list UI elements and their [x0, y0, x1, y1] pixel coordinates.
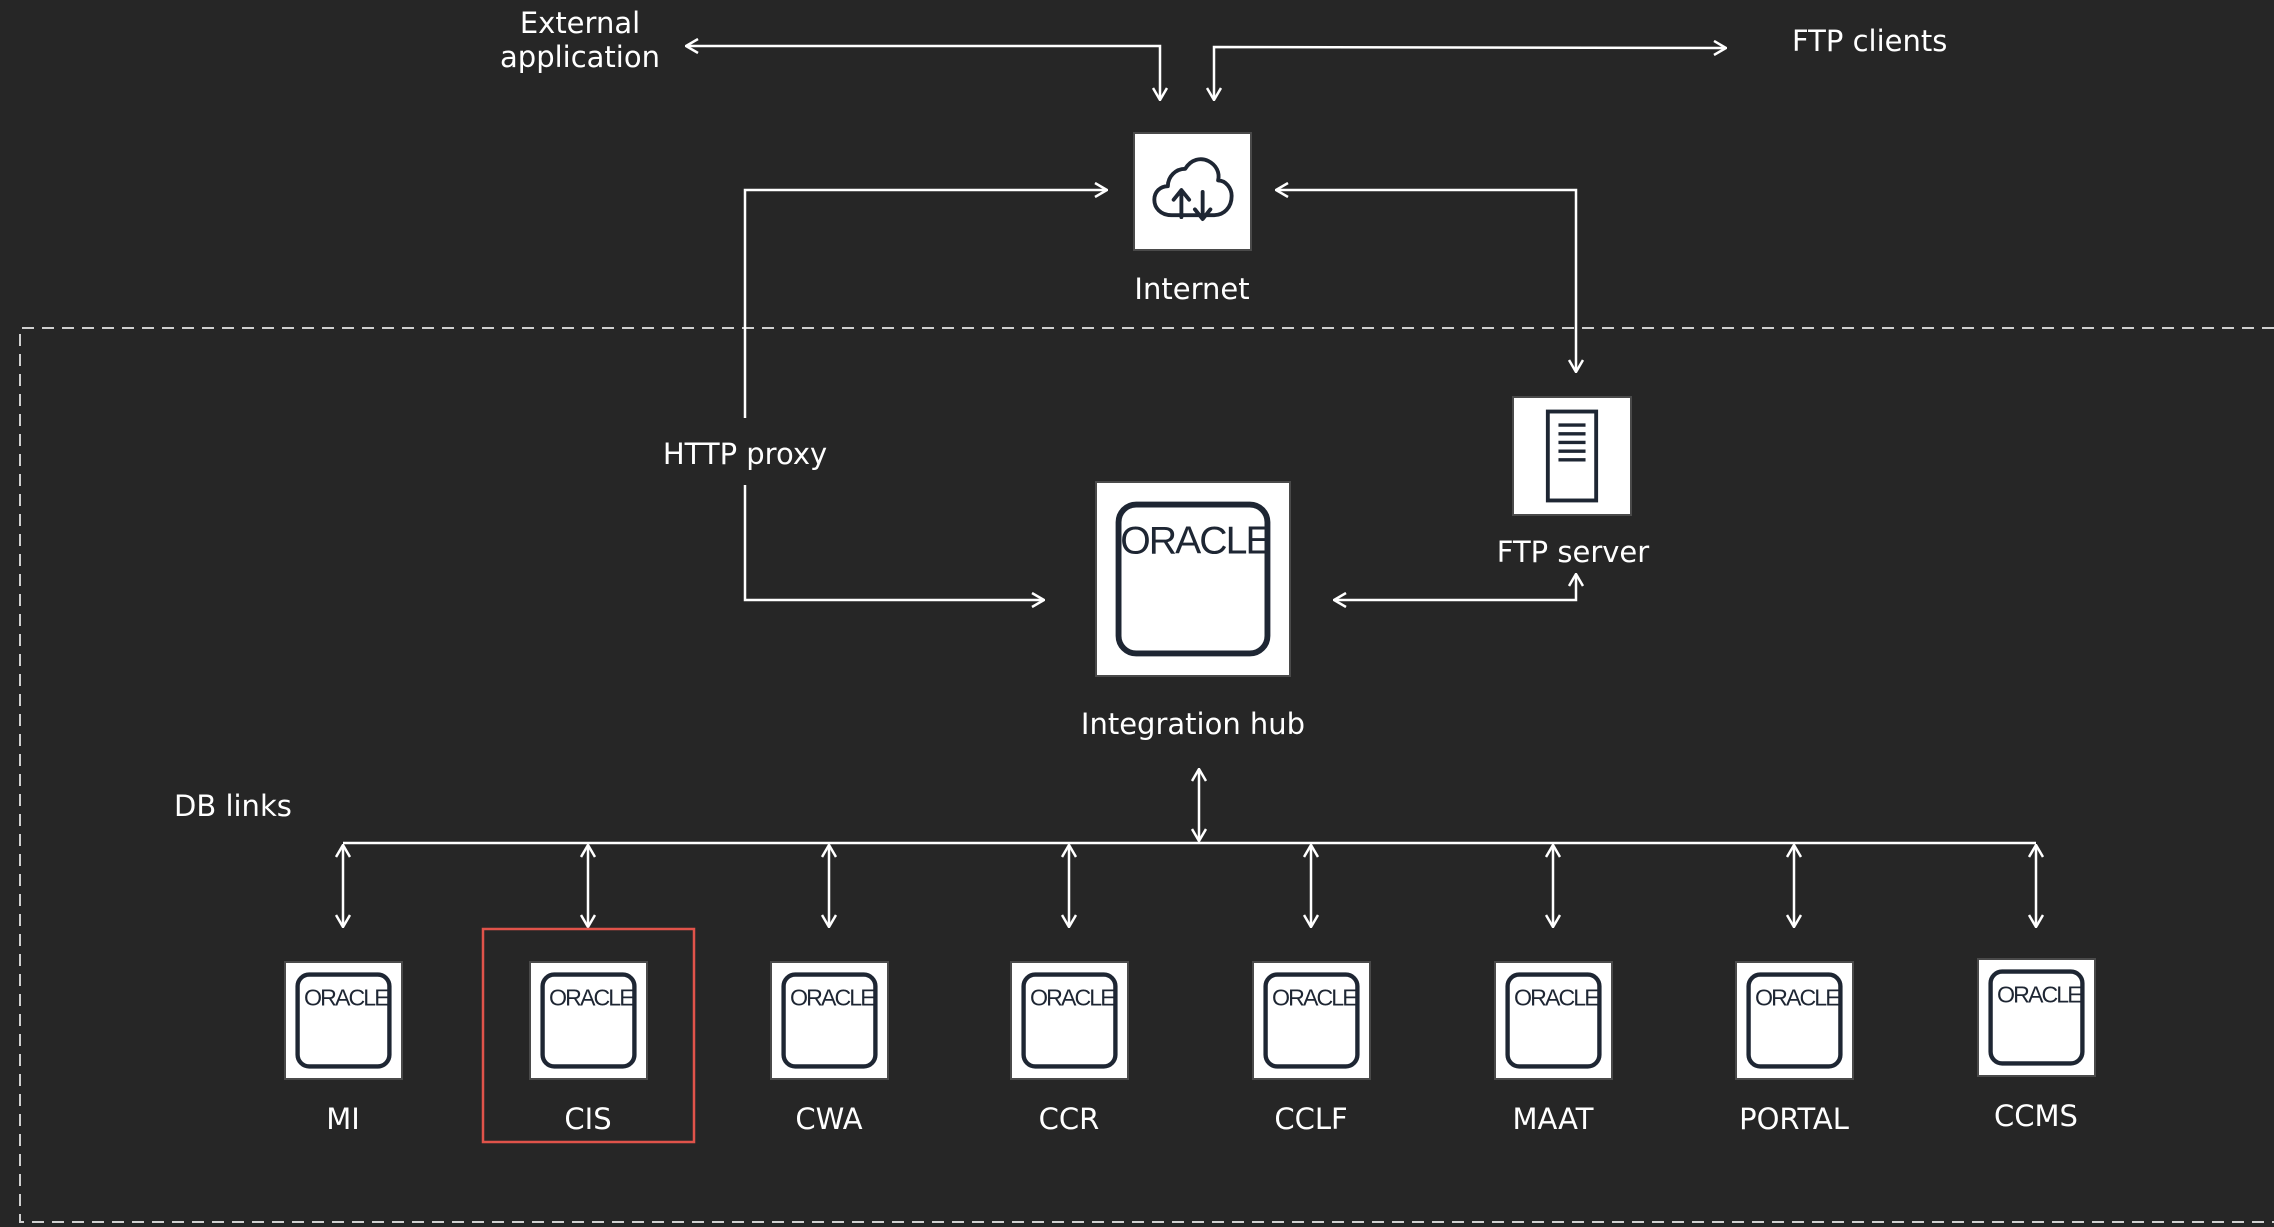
integration-hub-node: ORACLE — [1095, 481, 1291, 677]
oracle-logo-text: ORACLE — [1120, 520, 1270, 563]
connector-external-app-internet — [686, 46, 1160, 100]
oracle-database-icon: ORACLE — [1746, 972, 1843, 1069]
db-node-portal: ORACLE — [1735, 961, 1854, 1080]
http-proxy-label: HTTP proxy — [662, 437, 828, 471]
cloud-upload-download-icon — [1152, 157, 1234, 221]
oracle-database-icon: ORACLE — [1263, 972, 1360, 1069]
connector-ftp-clients-internet — [1214, 47, 1726, 100]
oracle-database-icon: ORACLE — [295, 972, 392, 1069]
db-node-ccr: ORACLE — [1010, 961, 1129, 1080]
oracle-logo-text: ORACLE — [790, 985, 875, 1011]
db-label-cwa: CWA — [795, 1102, 863, 1136]
external-application-label: External application — [500, 6, 660, 74]
oracle-database-icon: ORACLE — [781, 972, 878, 1069]
connector-proxy-internet — [743, 190, 1107, 418]
db-node-maat: ORACLE — [1494, 961, 1613, 1080]
internet-label: Internet — [1134, 272, 1250, 306]
db-node-cwa: ORACLE — [770, 961, 889, 1080]
connector-proxy-hub — [743, 485, 1044, 600]
oracle-logo-text: ORACLE — [304, 985, 389, 1011]
db-label-portal: PORTAL — [1739, 1102, 1849, 1136]
db-node-mi: ORACLE — [284, 961, 403, 1080]
integration-hub-label: Integration hub — [1080, 707, 1306, 741]
ftp-server-node — [1512, 396, 1632, 516]
oracle-logo-text: ORACLE — [1514, 985, 1599, 1011]
oracle-database-icon: ORACLE — [540, 972, 637, 1069]
oracle-database-icon: ORACLE — [1988, 969, 2085, 1066]
db-label-ccr: CCR — [1038, 1102, 1100, 1136]
server-icon — [1545, 409, 1599, 503]
internet-node — [1133, 132, 1252, 251]
connector-ftp-server-hub — [1334, 574, 1576, 600]
db-label-maat: MAAT — [1512, 1102, 1594, 1136]
db-label-mi: MI — [326, 1102, 360, 1136]
oracle-logo-text: ORACLE — [1755, 985, 1840, 1011]
ftp-server-label: FTP server — [1496, 535, 1650, 569]
db-links-label: DB links — [174, 789, 292, 823]
db-label-cis: CIS — [564, 1102, 612, 1136]
oracle-database-icon: ORACLE — [1505, 972, 1602, 1069]
oracle-database-icon: ORACLE — [1021, 972, 1118, 1069]
db-label-cclf: CCLF — [1274, 1102, 1348, 1136]
ftp-clients-label: FTP clients — [1792, 24, 1948, 58]
highlight-cis — [481, 927, 696, 1144]
db-node-cclf: ORACLE — [1252, 961, 1371, 1080]
oracle-logo-text: ORACLE — [1272, 985, 1357, 1011]
oracle-logo-text: ORACLE — [549, 985, 634, 1011]
db-node-cis: ORACLE — [529, 961, 648, 1080]
connector-internet-ftp-server — [1276, 190, 1576, 372]
network-boundary — [19, 327, 2274, 1223]
db-link-arrows — [343, 845, 2036, 927]
oracle-logo-text: ORACLE — [1030, 985, 1115, 1011]
db-node-ccms: ORACLE — [1977, 958, 2096, 1077]
db-label-ccms: CCMS — [1994, 1099, 2078, 1133]
oracle-logo-text: ORACLE — [1997, 982, 2082, 1008]
oracle-database-icon: ORACLE — [1115, 501, 1272, 657]
